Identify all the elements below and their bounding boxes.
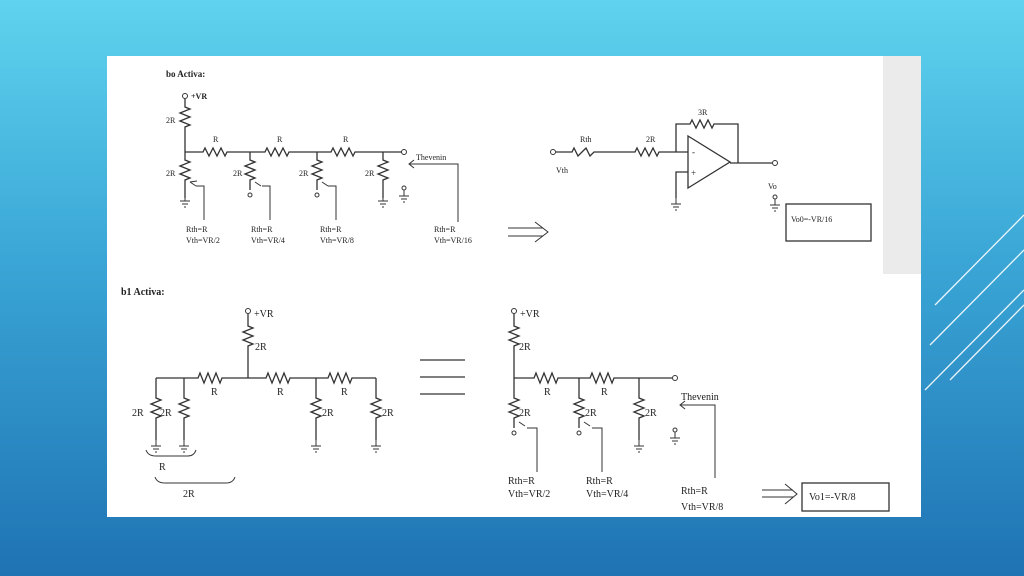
bottom-thevenin-label: Thevenin xyxy=(681,392,719,403)
top-label-2r-e: 2R xyxy=(365,169,375,178)
top-vth-4: Vth=VR/16 xyxy=(434,236,472,245)
bottom-left-2r-b: 2R xyxy=(160,408,172,419)
bottom-left-r-2: R xyxy=(277,387,284,398)
bottom-vth-3: Vth=VR/8 xyxy=(681,502,723,513)
bottom-supply-label-left: +VR xyxy=(254,309,274,320)
bottom-thevenin-arrow xyxy=(679,400,716,478)
bottom-right-r-2: R xyxy=(601,387,608,398)
bottom-right-2r-a: 2R xyxy=(519,408,531,419)
top-thevenin-arrow xyxy=(408,159,459,222)
top-supply-label: +VR xyxy=(191,92,207,101)
bottom-rth-2: Rth=R xyxy=(586,476,613,487)
top-label-2r-d: 2R xyxy=(299,169,309,178)
bottom-left-r-3: R xyxy=(341,387,348,398)
bottom-right-2r-c: 2R xyxy=(645,408,657,419)
top-opamp-vo: Vo xyxy=(768,182,777,191)
bottom-left-2r-supply: 2R xyxy=(255,342,267,353)
bottom-equivalence-sign xyxy=(420,359,465,395)
bottom-brace-r-label: R xyxy=(159,462,166,473)
bottom-left-2r-c: 2R xyxy=(322,408,334,419)
top-rth-1: Rth=R xyxy=(186,225,208,234)
top-title: bo Activa: xyxy=(166,69,205,79)
bottom-right-r-1: R xyxy=(544,387,551,398)
top-shunt-4 xyxy=(376,152,390,198)
bottom-title: b1 Activa: xyxy=(121,287,165,298)
bottom-left-2r-a: 2R xyxy=(132,408,144,419)
top-implies-arrow xyxy=(508,221,549,243)
top-label-3r: 3R xyxy=(698,108,708,117)
top-vth-1: Vth=VR/2 xyxy=(186,236,220,245)
top-label-2r-c: 2R xyxy=(233,169,243,178)
top-result-box xyxy=(785,203,872,242)
top-shunt-1 xyxy=(178,152,192,198)
bottom-left-ladder-wire xyxy=(156,371,376,385)
top-vth-2: Vth=VR/4 xyxy=(251,236,285,245)
bottom-brace-2r-label: 2R xyxy=(183,489,195,500)
bottom-result-text: Vo1=-VR/8 xyxy=(809,492,856,503)
top-shunt-2 xyxy=(243,152,257,190)
bottom-left-r-1: R xyxy=(211,387,218,398)
top-label-r-1: R xyxy=(213,135,219,144)
top-opamp-vth: Vth xyxy=(556,166,568,175)
bottom-left-2r-d: 2R xyxy=(382,408,394,419)
bottom-implies-arrow xyxy=(762,483,798,505)
top-opamp-plus: + xyxy=(691,168,696,178)
top-feedback-resistor xyxy=(675,118,739,163)
bottom-right-2r-supply: 2R xyxy=(519,342,531,353)
top-label-2r-b: 2R xyxy=(166,169,176,178)
top-opamp-triangle xyxy=(687,134,732,190)
top-supply-node xyxy=(182,93,188,99)
top-thevenin-label: Thevenin xyxy=(416,153,446,162)
bottom-left-supply-resistor xyxy=(241,314,255,378)
top-rth-3: Rth=R xyxy=(320,225,342,234)
bottom-vth-1: Vth=VR/2 xyxy=(508,489,550,500)
bottom-rth-3: Rth=R xyxy=(681,486,708,497)
top-opamp-input-wire xyxy=(556,146,688,158)
top-opamp-rth: Rth xyxy=(580,135,592,144)
bottom-supply-label-right: +VR xyxy=(520,309,540,320)
bottom-brace-r xyxy=(145,449,197,457)
bottom-result-box xyxy=(801,482,890,512)
bottom-vth-2: Vth=VR/4 xyxy=(586,489,628,500)
top-resistor-2r-supply xyxy=(178,99,192,152)
top-label-2r-a: 2R xyxy=(166,116,176,125)
bottom-right-2r-b: 2R xyxy=(585,408,597,419)
top-label-r-2: R xyxy=(277,135,283,144)
top-shunt-3 xyxy=(310,152,324,190)
top-ladder-wire xyxy=(185,146,402,158)
bottom-rth-1: Rth=R xyxy=(508,476,535,487)
top-label-r-3: R xyxy=(343,135,349,144)
top-opamp-minus: - xyxy=(692,147,695,157)
bottom-brace-2r xyxy=(154,476,236,484)
top-thevenin-node xyxy=(401,149,407,155)
top-result-text: Vo0=-VR/16 xyxy=(791,215,832,224)
top-opamp-2r: 2R xyxy=(646,135,656,144)
slide-panel xyxy=(107,56,921,517)
gray-strip xyxy=(883,56,921,274)
decorative-lines xyxy=(924,214,1024,391)
bottom-right-supply-resistor xyxy=(507,314,521,378)
bottom-right-ladder-wire xyxy=(514,371,672,385)
top-vth-3: Vth=VR/8 xyxy=(320,236,354,245)
top-rth-2: Rth=R xyxy=(251,225,273,234)
top-rth-4: Rth=R xyxy=(434,225,456,234)
